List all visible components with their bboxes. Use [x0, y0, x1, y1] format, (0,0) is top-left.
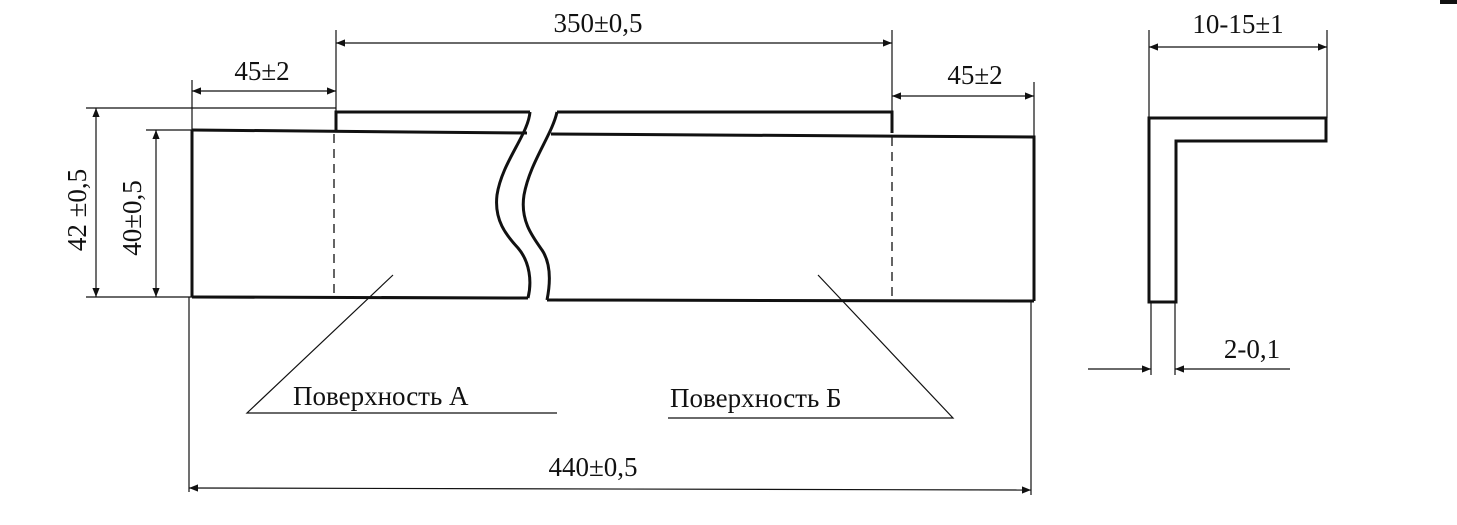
dimension-440: 440±0,5: [188, 297, 1032, 495]
main-strip: [190, 110, 1036, 303]
dimension-40-label: 40±0,5: [117, 180, 147, 256]
dimension-10-15-label: 10-15±1: [1192, 9, 1283, 39]
dimension-40: 40±0,5: [117, 129, 192, 297]
dimension-42: 42 ±0,5: [62, 107, 336, 298]
dimension-10-15: 10-15±1: [1148, 9, 1328, 118]
surface-b-label: Поверхность Б: [670, 383, 842, 413]
dimension-42-label: 42 ±0,5: [62, 169, 92, 251]
side-view: [1147, 116, 1328, 375]
dimension-2-label: 2-0,1: [1224, 334, 1280, 364]
surface-a-label: Поверхность А: [293, 381, 469, 411]
dimension-2: 2-0,1: [1088, 334, 1290, 373]
dimension-45-left-label: 45±2: [234, 56, 289, 86]
corner-mark: [1440, 0, 1457, 4]
dimension-440-label: 440±0,5: [548, 452, 637, 482]
dimension-350: 350±0,5: [335, 8, 893, 112]
dimension-45-right-label: 45±2: [947, 60, 1002, 90]
surface-a-callout: Поверхность А: [245, 274, 557, 414]
surface-b-callout: Поверхность Б: [668, 274, 955, 419]
dimension-350-label: 350±0,5: [553, 8, 642, 38]
dimension-45-left: 45±2: [191, 56, 336, 130]
dimension-45-right: 45±2: [892, 60, 1035, 137]
